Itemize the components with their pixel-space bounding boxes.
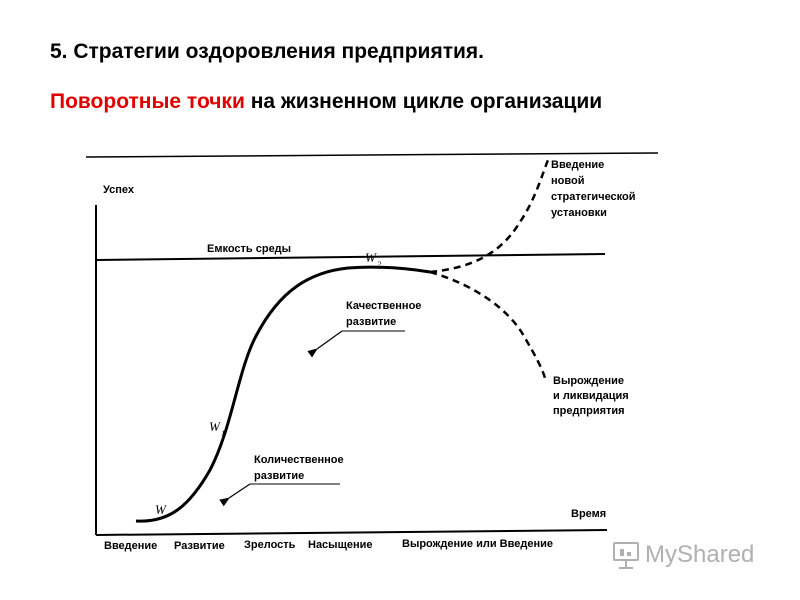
point-w1-subscript: 1 (221, 429, 225, 438)
new-strategy-line-1: Введение (551, 159, 604, 171)
decline-line-1: Вырождение (553, 375, 624, 387)
point-w: W (155, 502, 167, 517)
new-strategy-line-4: установки (551, 207, 607, 219)
phase-label: Введение (104, 540, 157, 552)
capacity-line (95, 253, 606, 261)
life-cycle-curve (135, 265, 431, 523)
point-w1: W (209, 419, 221, 434)
qualitative-line-1: Качественное (346, 300, 421, 312)
page-subtitle: Поворотные точки на жизненном цикле орга… (50, 90, 602, 114)
phase-label: Зрелость (244, 539, 296, 551)
point-w2-subscript: 2 (377, 260, 381, 269)
subtitle-rest: на жизненном цикле организации (244, 90, 603, 113)
capacity-label: Емкость среды (207, 243, 291, 255)
quantitative-line-2: развитие (254, 470, 304, 482)
decline-branch (429, 270, 547, 379)
new-strategy-line-3: стратегической (551, 191, 636, 203)
page-title: 5. Стратегии оздоровления предприятия. (50, 40, 485, 63)
x-axis-label: Время (571, 508, 606, 520)
y-axis-label: Успех (103, 184, 135, 196)
subtitle-highlight: Поворотные точки (50, 90, 245, 113)
quantitative-arrow (219, 483, 251, 507)
decline-line-3: предприятия (553, 405, 625, 417)
top-border-line (85, 152, 659, 158)
phase-label: Насыщение (308, 539, 373, 551)
qualitative-line-2: развитие (346, 316, 396, 328)
new-strategy-branch (429, 159, 550, 274)
phase-label: Развитие (174, 540, 225, 552)
new-strategy-line-2: новой (551, 175, 584, 187)
phase-label: Вырождение или Введение (402, 538, 553, 550)
watermark-text: MyShared (645, 541, 754, 568)
point-w2: W (365, 250, 377, 265)
x-axis (95, 529, 608, 536)
decline-line-2: и ликвидация (553, 390, 629, 402)
qualitative-arrow (307, 330, 343, 358)
quantitative-line-1: Количественное (254, 454, 344, 466)
presentation-board-icon (613, 542, 639, 569)
